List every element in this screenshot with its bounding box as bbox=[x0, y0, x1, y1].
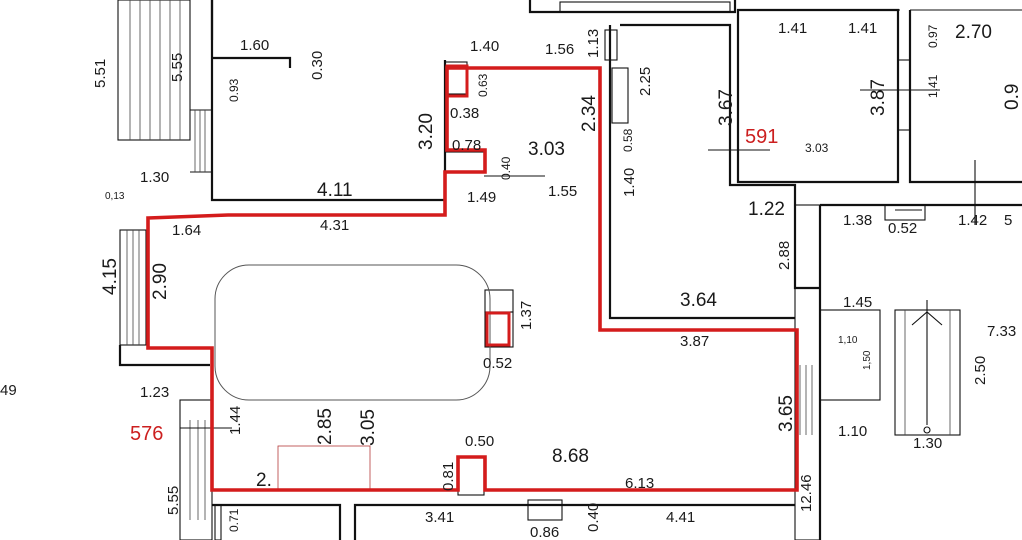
dim-label: 0.30 bbox=[309, 51, 326, 80]
dim-label: 0.38 bbox=[450, 105, 479, 122]
dim-label: 8.68 bbox=[552, 446, 589, 467]
dim-label: 2.70 bbox=[955, 22, 992, 43]
dim-label: 0.40 bbox=[499, 156, 513, 180]
dim-label: 5.51 bbox=[92, 59, 109, 88]
dim-label: 3.67 bbox=[716, 89, 737, 126]
dim-label: 4.15 bbox=[100, 258, 121, 295]
dim-label: 1,50 bbox=[862, 350, 873, 370]
dim-label: 5.55 bbox=[169, 53, 186, 82]
dim-label: 0.58 bbox=[621, 128, 635, 152]
dim-label: 3.87 bbox=[868, 79, 889, 116]
dim-label: 2.90 bbox=[150, 263, 171, 300]
dim-label: 1.42 bbox=[958, 212, 987, 229]
dim-label: 2.88 bbox=[776, 241, 793, 270]
dim-label: 0.52 bbox=[888, 220, 917, 237]
dim-label: 5.55 bbox=[165, 486, 182, 515]
dim-label: 1.44 bbox=[227, 406, 244, 435]
dim-label: 1.40 bbox=[470, 38, 499, 55]
dim-label: 0.52 bbox=[483, 355, 512, 372]
dim-label: 0.9 bbox=[1002, 84, 1022, 110]
walls bbox=[117, 0, 1022, 540]
dim-label: 2.50 bbox=[972, 356, 989, 385]
dim-label: 0.63 bbox=[476, 73, 490, 97]
dim-label: 0.93 bbox=[227, 78, 241, 102]
dim-label: 1.13 bbox=[585, 29, 602, 58]
dim-label: 1.40 bbox=[621, 168, 638, 197]
dim-label: 0,13 bbox=[105, 191, 125, 202]
dim-label: 3.65 bbox=[776, 395, 797, 432]
dim-label: 1.60 bbox=[240, 37, 269, 54]
dim-label: 0.71 bbox=[227, 508, 241, 532]
dim-label: 1.49 bbox=[467, 189, 496, 206]
dim-label: 2.25 bbox=[637, 67, 654, 96]
dim-label: 0.78 bbox=[452, 137, 481, 154]
dim-label: 1.45 bbox=[843, 294, 872, 311]
dim-label: 1.41 bbox=[926, 74, 940, 98]
dim-label: 1.10 bbox=[838, 423, 867, 440]
dim-label: 3.03 bbox=[805, 141, 829, 155]
dim-label: 5 bbox=[1004, 212, 1012, 229]
dim-label: 1.22 bbox=[748, 199, 785, 220]
dim-label: 0.86 bbox=[530, 524, 559, 540]
dim-label: 0.81 bbox=[440, 462, 457, 491]
dim-label: 2.85 bbox=[315, 408, 336, 445]
dim-label: 1.37 bbox=[518, 301, 535, 330]
dimension-labels: 5.51 5.55 1.60 0.30 0.93 1.30 0,13 1.40 … bbox=[0, 20, 1022, 540]
dim-label: 3.41 bbox=[425, 509, 454, 526]
dim-label: 1.55 bbox=[548, 183, 577, 200]
dim-label: 2.34 bbox=[579, 95, 600, 132]
dim-label: 12.46 bbox=[798, 474, 815, 512]
central-table bbox=[214, 264, 491, 401]
dim-label: 1.56 bbox=[545, 41, 574, 58]
dim-label: 3.05 bbox=[358, 409, 379, 446]
dim-label: 1.30 bbox=[140, 169, 169, 186]
unit-label-591: 591 bbox=[745, 126, 778, 148]
dim-label: 4.41 bbox=[666, 509, 695, 526]
dim-label: 1.30 bbox=[913, 435, 942, 452]
dim-label: 1.23 bbox=[140, 384, 169, 401]
dim-label: 2. bbox=[256, 470, 272, 491]
dim-label: 1.41 bbox=[848, 20, 877, 37]
dim-label: 3.87 bbox=[680, 333, 709, 350]
dim-label: 1.64 bbox=[172, 222, 201, 239]
dim-label: 0.97 bbox=[926, 24, 940, 48]
stairwell-left bbox=[117, 0, 191, 141]
dim-label: 0.40 bbox=[585, 503, 602, 532]
dim-label: 7.33 bbox=[987, 323, 1016, 340]
dim-label: 3.03 bbox=[528, 139, 565, 160]
dim-label: 1,10 bbox=[838, 335, 858, 346]
dim-label: 4.31 bbox=[320, 217, 349, 234]
dim-label: 4.11 bbox=[317, 180, 353, 201]
dim-label: 6.13 bbox=[625, 475, 654, 492]
unit-label-576: 576 bbox=[130, 423, 163, 445]
unit-576-outline bbox=[146, 66, 799, 492]
dim-label: 49 bbox=[0, 382, 17, 399]
dim-label: 1.41 bbox=[778, 20, 807, 37]
dim-label: 3.20 bbox=[416, 113, 437, 150]
dim-label: 0.50 bbox=[465, 433, 494, 450]
dim-label: 1.38 bbox=[843, 212, 872, 229]
dim-label: 3.64 bbox=[680, 290, 717, 311]
